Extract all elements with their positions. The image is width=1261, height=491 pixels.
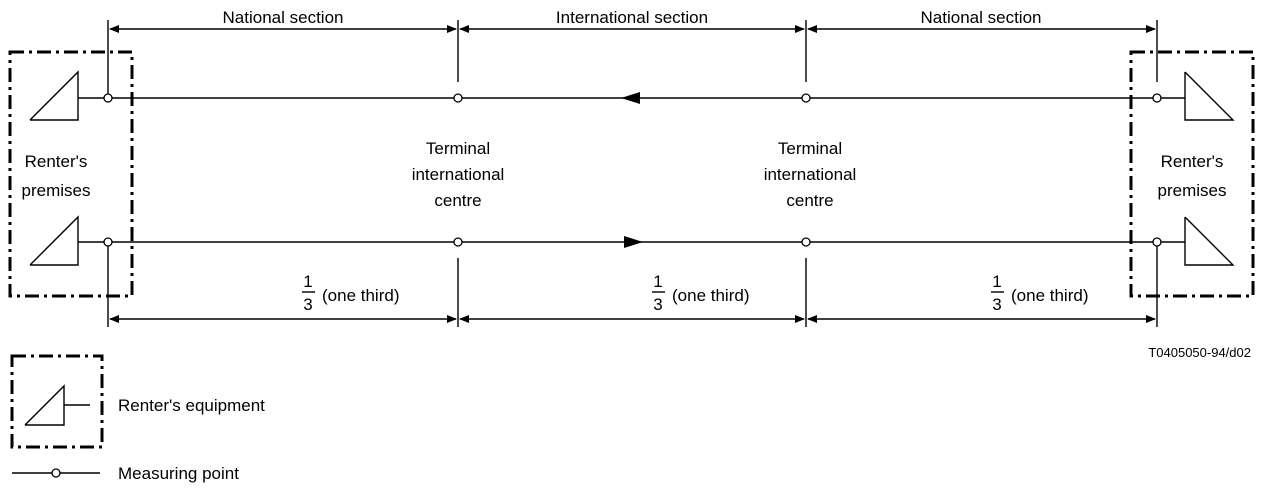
measuring-point-bottom-4 [1152, 237, 1162, 247]
legend-measuring-label: Measuring point [118, 464, 239, 483]
one-third-left-text: (one third) [322, 286, 399, 305]
legend-equipment-label: Renter's equipment [118, 396, 265, 415]
terminal-centre-left-line1: Terminal [426, 139, 490, 158]
international-section-label: International section [556, 8, 708, 27]
renters-premises-left-line1: Renter's [25, 152, 88, 171]
one-third-right-text: (one third) [1011, 286, 1088, 305]
one-third-middle-denominator: 3 [653, 295, 662, 314]
renters-equipment-right-top-icon [1184, 71, 1235, 121]
renters-premises-box-left [8, 50, 134, 298]
terminal-centre-right-line2: international [764, 165, 857, 184]
measuring-point-top-3 [801, 93, 811, 103]
legend-equipment-box [10, 354, 104, 449]
terminal-centre-left-line3: centre [434, 191, 481, 210]
renters-equipment-right-bottom-icon [1184, 216, 1235, 266]
renters-premises-box-right [1129, 50, 1255, 298]
one-third-right-numerator: 1 [992, 272, 1001, 291]
one-third-left-numerator: 1 [303, 272, 312, 291]
direction-arrow-top-icon [621, 92, 640, 104]
one-third-middle-text: (one third) [672, 286, 749, 305]
one-third-right-label: 1 3 (one third) [991, 272, 1088, 314]
one-third-left-denominator: 3 [303, 295, 312, 314]
terminal-centre-right-line1: Terminal [778, 139, 842, 158]
national-section-right-label: National section [921, 8, 1042, 27]
renters-premises-right-line2: premises [1158, 181, 1227, 200]
direction-arrow-bottom-icon [624, 236, 643, 248]
one-third-middle-numerator: 1 [653, 272, 662, 291]
legend-measuring-point-icon [51, 468, 61, 478]
measuring-point-top-4 [1152, 93, 1162, 103]
renters-premises-left-line2: premises [22, 181, 91, 200]
measuring-point-top-2 [453, 93, 463, 103]
measuring-point-bottom-3 [801, 237, 811, 247]
legend-equipment-icon [24, 384, 65, 426]
one-third-left-label: 1 3 (one third) [302, 272, 399, 314]
measuring-point-bottom-1 [103, 237, 113, 247]
measuring-point-top-1 [103, 93, 113, 103]
national-section-left-label: National section [223, 8, 344, 27]
measuring-point-bottom-2 [453, 237, 463, 247]
one-third-middle-label: 1 3 (one third) [652, 272, 749, 314]
terminal-centre-left-line2: international [412, 165, 505, 184]
one-third-right-denominator: 3 [992, 295, 1001, 314]
terminal-centre-right-line3: centre [786, 191, 833, 210]
renters-equipment-left-top-icon [29, 70, 79, 121]
renters-premises-right-line1: Renter's [1161, 152, 1224, 171]
renters-equipment-left-bottom-icon [29, 215, 79, 266]
figure-code: T0405050-94/d02 [1148, 345, 1251, 360]
